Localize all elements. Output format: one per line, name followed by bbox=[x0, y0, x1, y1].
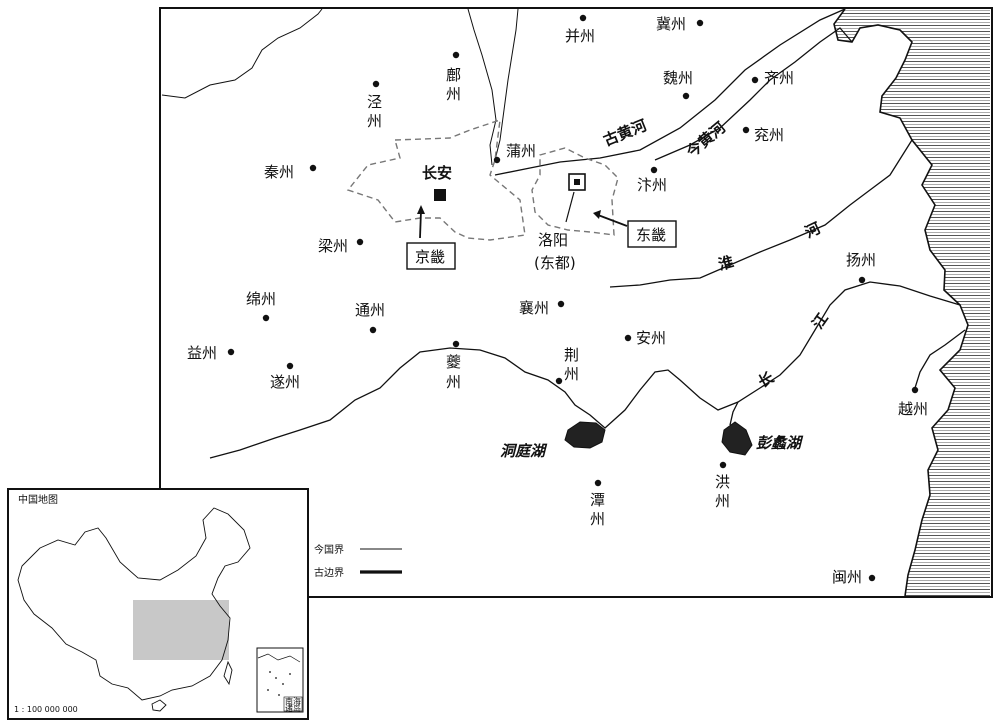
changan-label: 长安 bbox=[422, 164, 452, 182]
dongji-boundary bbox=[531, 147, 619, 236]
city-label-mianzhou: 绵州 bbox=[246, 290, 276, 308]
inset-scale: 1 : 100 000 000 bbox=[14, 705, 78, 714]
city-label-tongzhou: 通州 bbox=[355, 301, 385, 319]
city-dot-jingzhou bbox=[555, 377, 563, 385]
city-label-kuizhou: 夔州 bbox=[446, 353, 461, 391]
old-yellow-river bbox=[494, 8, 846, 176]
dongji-label: 东畿 bbox=[636, 226, 666, 244]
poyang-label: 彭蠡湖 bbox=[756, 434, 804, 452]
new-yellow-river bbox=[654, 27, 853, 161]
city-dot-minzhou bbox=[868, 574, 876, 582]
city-label-qizhou: 齐州 bbox=[764, 69, 794, 87]
city-dot-kuizhou bbox=[452, 340, 460, 348]
poyang-channel bbox=[729, 401, 739, 426]
city-label-suizhou: 遂州 bbox=[270, 373, 300, 391]
city-dot-puzhou bbox=[493, 156, 501, 164]
huai-label-2: 河 bbox=[802, 219, 823, 242]
china-inset-map: 中国地图 南海诸岛 1 : 100 000 000 bbox=[7, 488, 309, 720]
city-label-puzhou: 蒲州 bbox=[506, 142, 536, 160]
luoyang-note: (东都) bbox=[534, 254, 576, 272]
city-dot-hongzhou bbox=[719, 461, 727, 469]
yangtze-river bbox=[209, 281, 961, 459]
changan-capital-marker bbox=[434, 189, 446, 201]
poyang-lake bbox=[721, 421, 753, 456]
city-dot-suizhou bbox=[286, 362, 294, 370]
coastline bbox=[833, 8, 969, 597]
city-label-yizhou: 益州 bbox=[187, 344, 217, 362]
city-label-yangzhou: 扬州 bbox=[846, 251, 876, 269]
city-label-fuzhou: 鄜州 bbox=[446, 66, 461, 103]
south-sea-label-box bbox=[283, 696, 303, 712]
legend-ancient-border-label: 古边界 bbox=[314, 566, 344, 579]
dongji-arrow bbox=[597, 214, 628, 227]
city-dot-yizhou bbox=[227, 348, 235, 356]
city-dot-yangzhou bbox=[858, 276, 866, 284]
city-label-anzhou: 安州 bbox=[636, 329, 666, 347]
city-label-liangzhou: 梁州 bbox=[318, 237, 348, 255]
dongji-arrowhead bbox=[593, 210, 601, 219]
city-dot-tanzhou bbox=[594, 479, 602, 487]
city-label-weizhou: 魏州 bbox=[663, 69, 693, 87]
city-dots bbox=[227, 14, 919, 582]
city-dot-qizhou bbox=[751, 76, 759, 84]
city-dot-weizhou bbox=[682, 92, 690, 100]
city-label-minzhou: 闽州 bbox=[832, 568, 862, 586]
city-dot-qinzhou bbox=[309, 164, 317, 172]
north-boundary-east bbox=[494, 8, 519, 161]
city-dot-anzhou bbox=[624, 334, 632, 342]
hainan-island bbox=[151, 699, 167, 712]
dongting-label: 洞庭湖 bbox=[500, 442, 548, 460]
city-dot-liangzhou bbox=[356, 238, 364, 246]
jingji-boundary bbox=[346, 118, 526, 241]
city-dot-tongzhou bbox=[369, 326, 377, 334]
city-dot-bianzhou bbox=[650, 166, 658, 174]
city-dot-mianzhou bbox=[262, 314, 270, 322]
south-sea-label: 南海诸岛 bbox=[285, 696, 301, 713]
city-dot-xiangzhou bbox=[557, 300, 565, 308]
legend-modern-border-label: 今国界 bbox=[314, 543, 344, 556]
city-dot-yuezhou bbox=[911, 386, 919, 394]
city-label-qinzhou: 秦州 bbox=[264, 163, 294, 181]
sea bbox=[834, 9, 990, 596]
city-label-tanzhou: 潭州 bbox=[590, 491, 605, 528]
city-dot-bingzhou bbox=[579, 14, 587, 22]
city-label-jingzhou-n: 泾州 bbox=[367, 93, 382, 130]
south-sea-coast bbox=[257, 653, 301, 663]
city-label-jingzhou: 荆州 bbox=[564, 346, 579, 383]
jingji-arrowhead bbox=[417, 205, 425, 214]
city-label-yanzhou: 兖州 bbox=[754, 126, 784, 144]
dongji-box bbox=[627, 220, 677, 248]
taiwan-island bbox=[223, 660, 233, 686]
city-label-yuezhou: 越州 bbox=[898, 400, 928, 418]
china-outline bbox=[17, 507, 251, 701]
city-label-jizhou: 冀州 bbox=[656, 15, 686, 33]
inset-highlight-area bbox=[133, 600, 229, 660]
jingji-label: 京畿 bbox=[415, 248, 445, 266]
huai-label-1: 淮 bbox=[716, 253, 735, 274]
city-dot-fuzhou bbox=[452, 51, 460, 59]
city-label-bianzhou: 汴州 bbox=[637, 176, 667, 194]
jingji-arrow bbox=[419, 210, 422, 239]
city-dot-jingzhou-n bbox=[372, 80, 380, 88]
luoyang-inner-marker bbox=[574, 179, 580, 185]
luoyang-label: 洛阳 bbox=[538, 231, 568, 249]
huai-river bbox=[609, 139, 913, 288]
city-label-xiangzhou: 襄州 bbox=[519, 299, 549, 317]
jingji-box bbox=[406, 242, 456, 270]
inset-title: 中国地图 bbox=[18, 493, 58, 506]
yangtze-tributary-east bbox=[914, 329, 966, 389]
dongting-lake bbox=[564, 421, 606, 449]
luoyang-leader-line bbox=[565, 191, 575, 223]
north-boundary-center bbox=[467, 8, 497, 166]
north-boundary-west bbox=[161, 8, 323, 99]
city-label-hongzhou: 洪州 bbox=[715, 473, 730, 510]
city-label-bingzhou: 并州 bbox=[565, 27, 595, 45]
city-dot-jizhou bbox=[696, 19, 704, 27]
city-dot-yanzhou bbox=[742, 126, 750, 134]
